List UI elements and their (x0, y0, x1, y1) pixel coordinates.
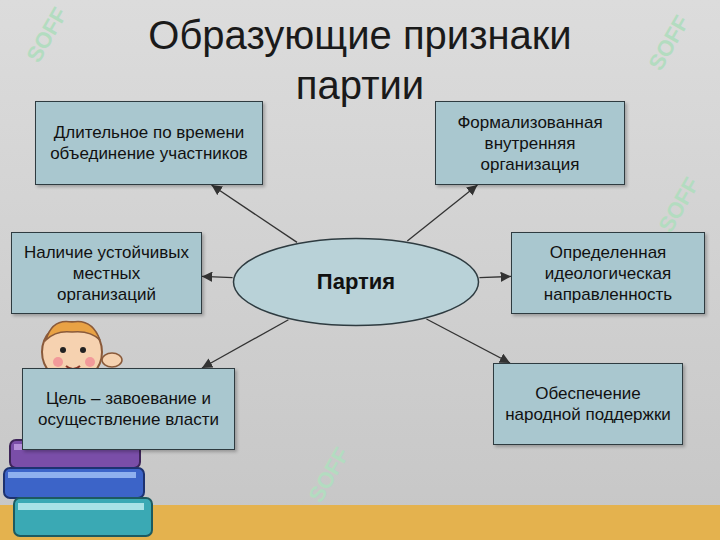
feature-box: Цель – завоевание и осуществление власти (22, 368, 235, 450)
slide-title: Образующие признаки партии (100, 10, 620, 110)
arrow-connector (202, 320, 288, 368)
arrow-connector (426, 319, 510, 363)
arrow-connector (212, 185, 297, 242)
box-label: Цель – завоевание и осуществление власти (33, 388, 224, 430)
box-label: Определенная идеологическая направленнос… (522, 242, 694, 305)
watermark: SOFF (643, 11, 695, 75)
box-label: Формализованная внутренняя организация (446, 112, 614, 175)
watermark: SOFF (303, 443, 355, 507)
center-label: Партия (317, 269, 395, 295)
box-label: Обеспечение народной поддержки (504, 383, 672, 425)
feature-box: Длительное по времени объединение участн… (35, 101, 263, 185)
feature-box: Наличие устойчивых местных организаций (11, 232, 202, 314)
watermark: SOFF (653, 173, 705, 237)
watermark: SOFF (21, 3, 73, 67)
arrow-connector (202, 276, 233, 277)
arrow-connector (407, 185, 477, 241)
feature-box: Обеспечение народной поддержки (493, 363, 683, 445)
center-ellipse: Партия (232, 237, 480, 327)
box-label: Наличие устойчивых местных организаций (22, 242, 191, 305)
arrow-connector (479, 276, 511, 277)
box-label: Длительное по времени объединение участн… (46, 122, 252, 164)
feature-box: Формализованная внутренняя организация (435, 101, 625, 185)
book-stack (4, 440, 152, 536)
feature-box: Определенная идеологическая направленнос… (511, 232, 705, 314)
